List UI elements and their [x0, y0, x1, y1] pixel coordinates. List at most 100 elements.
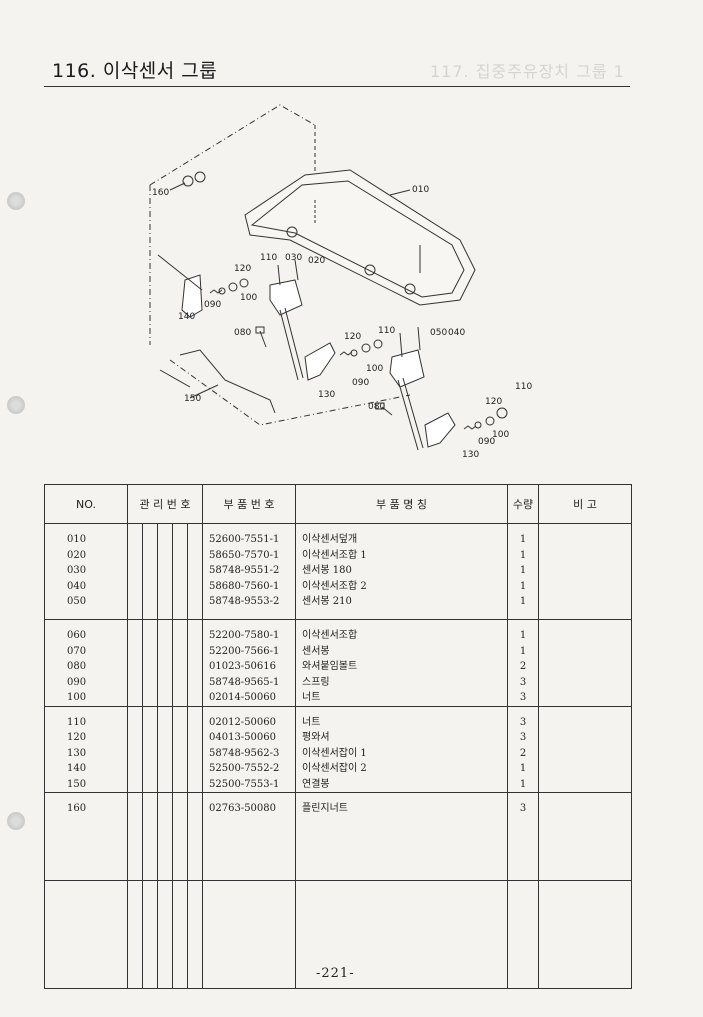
table-row-group: 160 02763-50080 플린지너트 3: [44, 792, 632, 881]
qty-value: 1: [519, 596, 527, 607]
no-value: 130: [67, 747, 87, 759]
part-no-value: 02014-50060: [209, 692, 277, 703]
cell-part-no: 02763-50080: [202, 792, 296, 881]
no-value: 100: [67, 692, 87, 703]
svg-text:110: 110: [378, 326, 395, 336]
part-no-value: 58748-9565-1: [209, 676, 280, 688]
cell-empty: [172, 880, 188, 989]
part-no-value: 58748-9551-2: [209, 565, 280, 576]
qty-value: 1: [519, 645, 527, 657]
cell-empty: [127, 880, 143, 989]
cell-empty: [142, 880, 158, 989]
cell-empty: [538, 792, 632, 881]
no-value: 090: [67, 676, 87, 688]
svg-text:010: 010: [412, 185, 429, 195]
cell-name: 플린지너트: [295, 792, 508, 881]
cell-part-no: [202, 880, 296, 989]
qty-value: 3: [519, 803, 527, 814]
col-header-name: 부 품 명 칭: [295, 484, 508, 524]
name-value: 이삭센서조합 2: [302, 580, 367, 592]
svg-text:120: 120: [344, 332, 361, 342]
cell-empty: [172, 619, 188, 707]
no-value: 150: [67, 778, 87, 790]
name-value: 센서봉: [302, 645, 330, 657]
svg-text:120: 120: [234, 264, 251, 274]
cell-empty: [187, 880, 203, 989]
cell-empty: [538, 523, 632, 620]
svg-text:100: 100: [240, 293, 257, 303]
svg-text:030: 030: [285, 253, 302, 263]
qty-value: 1: [519, 565, 527, 576]
no-value: 160: [67, 803, 87, 814]
svg-text:050: 050: [430, 328, 447, 338]
part-no-value: 58680-7560-1: [209, 580, 280, 592]
col-header-no: NO.: [44, 484, 128, 524]
part-no-value: 52500-7553-1: [209, 778, 280, 790]
name-value: 너트: [302, 716, 321, 728]
cell-empty: [142, 523, 158, 620]
cell-empty: [187, 619, 203, 707]
no-value: 040: [67, 580, 87, 592]
cell-no: 160: [44, 792, 128, 881]
part-no-value: 02763-50080: [209, 803, 277, 814]
table-row-group: [44, 880, 632, 989]
qty-value: 1: [519, 778, 527, 790]
no-value: 050: [67, 596, 87, 607]
cell-no: [44, 880, 128, 989]
svg-text:130: 130: [318, 390, 335, 400]
name-value: 너트: [302, 692, 321, 703]
title-rule: [44, 86, 630, 87]
cell-empty: [127, 523, 143, 620]
cell-empty: [157, 523, 173, 620]
name-value: 이삭센서덮개: [302, 534, 358, 545]
svg-text:120: 120: [485, 397, 502, 407]
cell-empty: [157, 706, 173, 793]
cell-empty: [172, 523, 188, 620]
qty-value: 2: [519, 747, 527, 759]
col-header-qty: 수량: [507, 484, 539, 524]
binder-hole: [7, 812, 25, 830]
name-value: 센서봉 210: [302, 596, 352, 607]
qty-value: 3: [519, 676, 527, 688]
cell-empty: [187, 706, 203, 793]
svg-text:080: 080: [234, 328, 251, 338]
svg-text:110: 110: [260, 253, 277, 263]
svg-text:100: 100: [366, 364, 383, 374]
name-value: 스프링: [302, 676, 330, 688]
name-value: 이삭센서잡이 1: [302, 747, 367, 759]
cell-name: [295, 880, 508, 989]
cell-empty: [157, 792, 173, 881]
no-value: 080: [67, 661, 87, 672]
no-value: 060: [67, 630, 87, 641]
name-value: 플린지너트: [302, 803, 348, 814]
cell-empty: [127, 792, 143, 881]
part-no-value: 52200-7580-1: [209, 630, 280, 641]
col-header-mgmt: 관 리 번 호: [127, 484, 203, 524]
name-value: 연결봉: [302, 778, 330, 790]
no-value: 120: [67, 732, 87, 743]
qty-value: 3: [519, 692, 527, 703]
part-no-value: 58650-7570-1: [209, 549, 280, 561]
name-value: 이삭센서조합 1: [302, 549, 367, 561]
name-value: 와셔붙임볼트: [302, 661, 358, 672]
no-value: 020: [67, 549, 87, 561]
qty-value: 1: [519, 534, 527, 545]
cell-empty: [142, 706, 158, 793]
part-no-value: 02012-50060: [209, 716, 277, 728]
svg-text:090: 090: [204, 300, 221, 310]
part-no-value: 04013-50060: [209, 732, 277, 743]
qty-value: 1: [519, 763, 527, 774]
col-header-remark: 비 고: [538, 484, 632, 524]
qty-value: 3: [519, 716, 527, 728]
cell-empty: [538, 619, 632, 707]
